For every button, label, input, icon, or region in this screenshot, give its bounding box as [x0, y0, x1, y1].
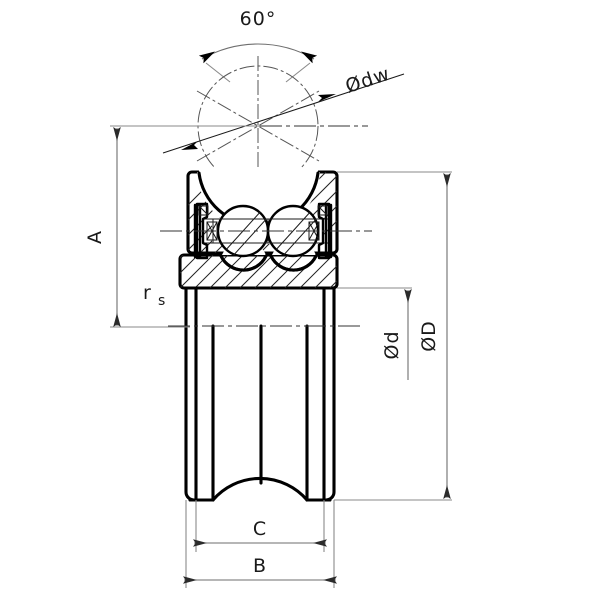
- outer-diameter-label: ØD: [418, 320, 440, 352]
- seal-right: [308, 202, 333, 260]
- inner-ring-hatching: [180, 255, 337, 288]
- angle-dimension-60: 60°: [198, 8, 318, 83]
- bore-diameter-label: Ød: [381, 330, 403, 359]
- dw-arrow-left: [181, 141, 198, 150]
- fillet-radius-label: r s: [143, 282, 165, 309]
- dimension-bore-d: Ød: [337, 287, 412, 380]
- dimension-A: A: [84, 125, 260, 328]
- dimension-A-label: A: [84, 230, 106, 244]
- fillet-r-label: r: [143, 282, 152, 304]
- fillet-r-subscript: s: [158, 293, 165, 309]
- dw-arrow-right: [318, 94, 336, 102]
- sleeve-body: [184, 286, 336, 502]
- dimension-C: C: [193, 500, 327, 552]
- dimension-C-label: C: [253, 518, 267, 540]
- outer-ring-outline: [186, 170, 339, 255]
- angle-label: 60°: [240, 8, 277, 30]
- dimension-B: B: [183, 500, 337, 588]
- dimension-outer-D: ØD: [334, 171, 452, 501]
- dimension-B-label: B: [253, 555, 267, 577]
